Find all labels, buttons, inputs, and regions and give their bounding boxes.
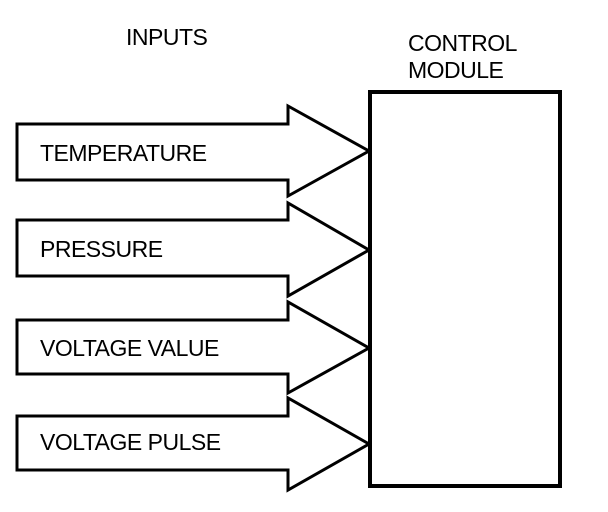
input-arrow-temperature [15, 103, 373, 199]
input-arrow-voltage-pulse [15, 395, 373, 493]
input-label-voltage-value: VOLTAGE VALUE [40, 335, 219, 361]
inputs-heading: INPUTS [126, 24, 208, 50]
input-arrow-pressure [15, 200, 373, 299]
input-arrow-voltage-value [15, 299, 373, 396]
input-label-voltage-pulse: VOLTAGE PULSE [40, 429, 221, 455]
control-module-heading: CONTROL MODULE [408, 30, 538, 84]
input-label-temperature: TEMPERATURE [40, 140, 207, 166]
control-module-box [368, 90, 562, 488]
control-module-heading-line-2: MODULE [408, 57, 504, 83]
control-module-heading-line-1: CONTROL [408, 30, 517, 56]
input-label-pressure: PRESSURE [40, 236, 163, 262]
